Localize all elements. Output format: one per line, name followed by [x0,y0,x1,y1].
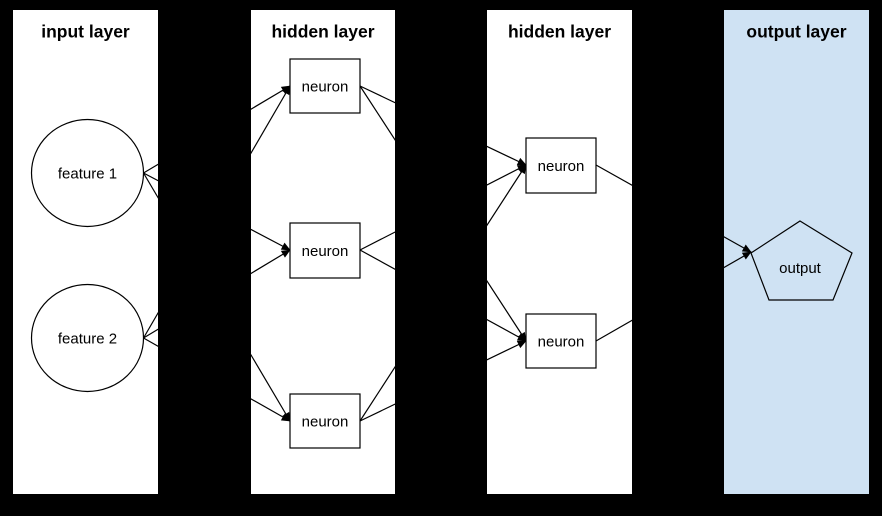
edge-h1neuron3-h2neuron2 [359,340,527,422]
panel-hidden-layer-2 [487,10,632,494]
node-output-pentagon [750,220,853,301]
edge-feature2-h1neuron2 [143,249,291,339]
node-h1-neuron-2 [289,222,361,279]
node-feature-2-label: feature 2 [58,331,117,348]
node-feature-2 [30,283,145,393]
title-input-layer: input layer [41,22,130,42]
node-h1-neuron-1-label: neuron [302,79,349,96]
edge-h1neuron1-h2neuron2 [359,85,527,342]
node-feature-1-label: feature 1 [58,166,117,183]
node-h2-neuron-2-label: neuron [538,334,585,351]
edge-h2neuron2-output [595,251,752,342]
edge-feature2-h1neuron3 [143,337,291,422]
title-output-layer: output layer [746,22,846,42]
node-h1-neuron-3-label: neuron [302,414,349,431]
edge-h1neuron3-h2neuron1 [359,164,527,422]
edge-feature1-h1neuron1 [143,85,291,174]
node-h2-neuron-2 [525,313,597,369]
node-feature-1 [30,118,145,228]
node-h2-neuron-1-label: neuron [538,158,585,175]
node-h2-neuron-1 [525,137,597,194]
panel-input-layer [13,10,158,494]
edge-h1neuron1-h2neuron1 [359,85,527,166]
node-h1-neuron-1 [289,58,361,114]
edge-feature2-h1neuron1 [142,85,291,339]
node-h1-neuron-2-label: neuron [302,243,349,260]
node-h1-neuron-3 [289,393,361,449]
title-hidden-layer-2: hidden layer [508,22,611,42]
edge-h1neuron2-h2neuron2 [359,249,527,342]
edge-h1neuron2-h2neuron1 [359,164,527,251]
edge-feature1-h1neuron3 [142,172,291,422]
edge-h2neuron1-output [595,164,752,253]
title-hidden-layer-1: hidden layer [271,22,374,42]
node-output-label: output [779,260,822,277]
